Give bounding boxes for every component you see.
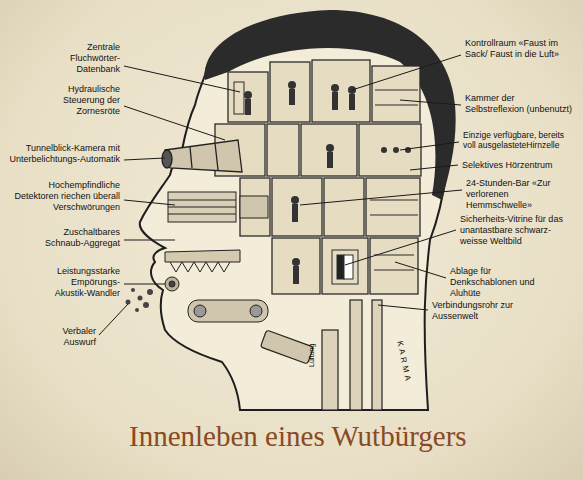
callout-label: Sicherheits-Vitrine für das unantastbare… [460, 214, 578, 247]
callout-label: Kontrollraum «Faust im Sack/ Faust in di… [465, 38, 569, 60]
neck-parts [260, 300, 382, 410]
callout-label: Ablage für Denkschablonen und Aluhüte [450, 266, 560, 299]
callout-label: Selektives Hörzentrum [462, 160, 578, 171]
tube-label: Lüftung [308, 344, 317, 367]
nose-grille [168, 192, 268, 222]
furniture [234, 82, 418, 284]
callout-label: Zuschaltbares Schnaub-Aggregat [28, 227, 120, 249]
rooms [215, 60, 421, 294]
callout-label: Hydraulische Steuerung der Zornesröte [48, 84, 120, 117]
tunnel-camera [162, 140, 242, 172]
callout-label: Verbindungsrohr zur Aussenwelt [432, 300, 542, 322]
verbal-emission [126, 288, 154, 312]
callout-label: Kammer der Selbstreflexion (unbenutzt) [465, 93, 573, 115]
callout-label: Verbaler Auswurf [50, 326, 96, 348]
callout-label: Einzige verfügbare, bereits voll ausgela… [463, 130, 579, 151]
callout-label: 24-Stunden-Bar «Zur verlorenen Hemmschwe… [466, 178, 576, 211]
callout-label: Leistungsstarke Empörungs-Akustik-Wandle… [40, 266, 120, 299]
callout-label: Hochempfindliche Detektoren riechen über… [4, 180, 120, 213]
title-heading: Innenleben eines Wutbürgers [129, 420, 467, 453]
callout-label: Tunnelblick-Kamera mit Unterbelichtungs-… [6, 143, 120, 165]
callout-label: Zentrale Fluchwörter-Datenbank [56, 42, 120, 75]
mouth [165, 250, 268, 322]
leader-lines [99, 55, 462, 335]
figures [244, 81, 411, 284]
